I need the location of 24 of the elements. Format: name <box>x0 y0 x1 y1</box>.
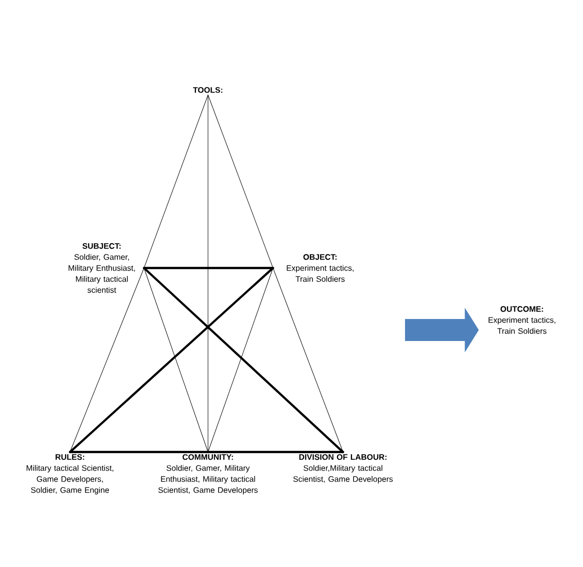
node-heading: DIVISION OF LABOUR: <box>299 454 386 460</box>
node-heading: OBJECT: <box>303 254 337 260</box>
node-text: Experiment tactics, Train Soldiers <box>286 264 354 282</box>
node-text: Soldier, Gamer, Military Enthusiast, Military tactical Scientist, Game Developers <box>158 465 258 494</box>
triangle-line <box>142 266 274 270</box>
node-heading: COMMUNITY: <box>182 454 233 460</box>
triangle-line <box>142 266 344 454</box>
triangle-line <box>144 268 208 452</box>
node-heading: TOOLS: <box>193 87 222 93</box>
node-text: Experiment tactics, Train Soldiers <box>488 316 556 334</box>
triangle-line <box>70 268 144 452</box>
node-text: Military tactical Scientist, Game Developers, Soldier, Game Engine <box>26 465 114 494</box>
triangle-line <box>68 266 274 454</box>
node-heading: RULES: <box>56 454 84 460</box>
triangle-line <box>206 450 344 454</box>
triangle-line <box>272 268 344 452</box>
triangle-line <box>208 268 274 452</box>
triangle-line <box>68 450 210 454</box>
node-text: Soldier,Military tactical Scientist, Game Developers <box>293 465 393 484</box>
node-heading: SUBJECT: <box>82 243 121 249</box>
triangle-line <box>144 94 208 268</box>
node-text: Soldier, Gamer, Military Enthusiast, Military tactical scientist <box>68 254 135 293</box>
node-heading: OUTCOME: <box>500 306 544 312</box>
triangle-line <box>208 94 274 268</box>
